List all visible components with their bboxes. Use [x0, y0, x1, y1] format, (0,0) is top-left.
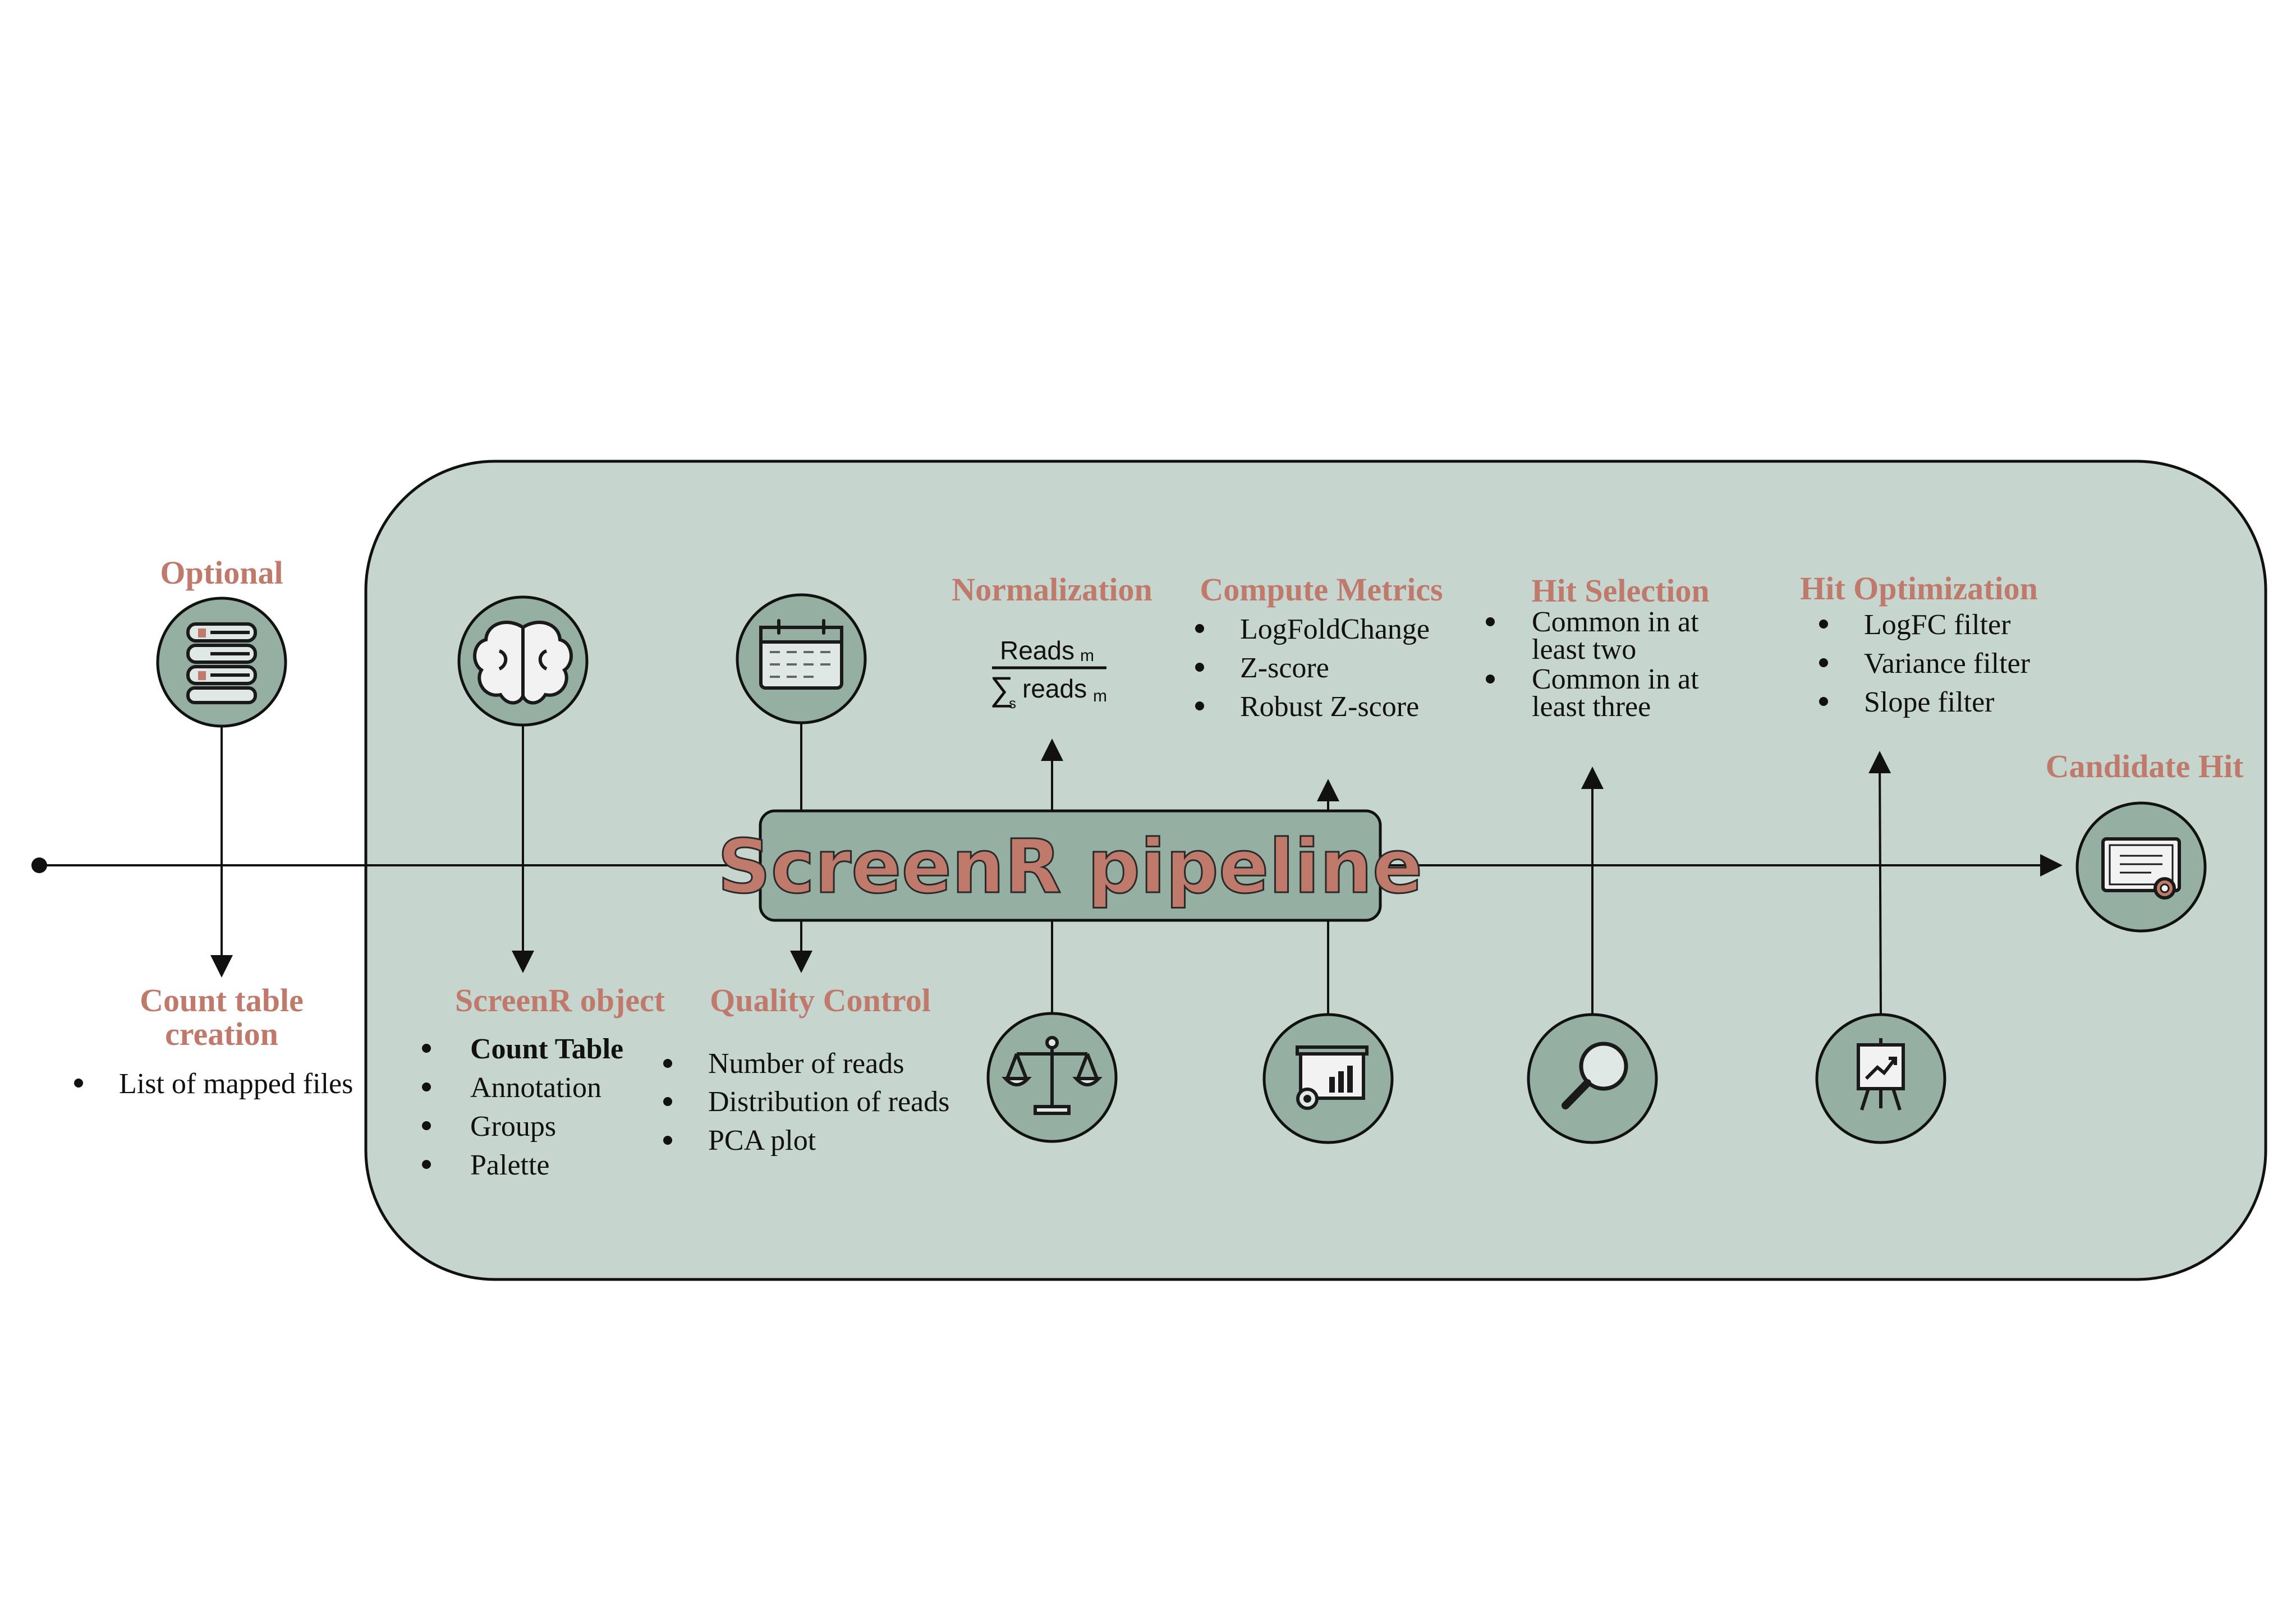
compute-metrics-title: Compute Metrics [1200, 571, 1443, 608]
compute-metrics-node [1262, 1013, 1394, 1144]
hit-selection-node [1527, 1013, 1658, 1144]
bullet [1195, 663, 1204, 672]
hit-selection-item-line2: least three [1532, 691, 1651, 723]
easel-chart-icon [1857, 1038, 1905, 1111]
hit-selection-item-line1: Common in at [1532, 606, 1699, 638]
screenr-object-item: Annotation [470, 1072, 601, 1104]
bullet [1195, 701, 1204, 710]
formula-denominator: reads [1022, 674, 1087, 703]
bullet [74, 1079, 83, 1088]
quality-control-node [736, 593, 867, 724]
pipeline-label: ScreenR pipeline [718, 824, 1423, 910]
bullet [1819, 620, 1828, 629]
hit-optimization-list: LogFC filter Variance filter Slope filte… [1819, 609, 2030, 718]
magnifier-icon [1562, 1042, 1628, 1109]
hit-selection-item-line1: Common in at [1532, 663, 1699, 695]
bullet [1195, 624, 1204, 633]
count-table-title-line1: Count table [140, 982, 304, 1019]
compute-metrics-item: LogFoldChange [1240, 613, 1430, 645]
formula-sum-sub: s [1009, 695, 1016, 712]
screenr-object-node [457, 595, 589, 727]
screenr-object-item: Groups [470, 1111, 556, 1143]
quality-control-item: Number of reads [708, 1048, 904, 1080]
compute-metrics-item: Z-score [1240, 652, 1329, 684]
certificate-icon [2101, 837, 2181, 900]
formula-denominator-sub: m [1093, 687, 1107, 705]
candidate-hit-title: Candidate Hit [2046, 748, 2244, 785]
quality-control-title: Quality Control [710, 982, 931, 1019]
bullet [663, 1136, 672, 1145]
bullet [663, 1097, 672, 1106]
brain-icon [473, 621, 573, 705]
screenr-object-item: Palette [470, 1149, 550, 1181]
bullet [422, 1160, 431, 1169]
formula-numerator-sub: m [1080, 646, 1094, 665]
hit-optimization-title: Hit Optimization [1800, 570, 2038, 607]
normalization-formula: Reads m ∑ s reads m [990, 636, 1107, 712]
connector-hit-optimization [1868, 751, 1891, 1015]
presentation-chart-icon [1296, 1045, 1369, 1110]
bullet [1486, 617, 1495, 626]
bullet [1819, 658, 1828, 667]
hit-optimization-item: Slope filter [1864, 686, 1995, 718]
screenr-object-list: Count Table Annotation Groups Palette [422, 1033, 623, 1181]
candidate-hit-node [2075, 801, 2207, 933]
bullet [422, 1082, 431, 1091]
calendar-icon [759, 619, 843, 690]
normalization-node [986, 1012, 1118, 1143]
hit-selection-list: Common in at least two Common in at leas… [1486, 606, 1699, 723]
hit-optimization-item: LogFC filter [1864, 609, 2010, 641]
optional-node [156, 597, 287, 728]
quality-control-item: PCA plot [708, 1125, 816, 1157]
screenr-object-title: ScreenR object [455, 982, 665, 1019]
compute-metrics-item: Robust Z-score [1240, 691, 1419, 723]
formula-numerator: Reads [1000, 636, 1074, 665]
bullet [422, 1121, 431, 1130]
hit-optimization-item: Variance filter [1864, 648, 2030, 680]
optional-title: Optional [160, 554, 283, 591]
bullet [1819, 697, 1828, 706]
count-table-item: List of mapped files [119, 1068, 353, 1100]
bullet [1486, 675, 1495, 683]
hit-selection-title: Hit Selection [1531, 572, 1709, 609]
screenr-object-item: Count Table [470, 1033, 623, 1065]
pipeline-box [759, 809, 1382, 922]
bullet [422, 1044, 431, 1053]
quality-control-item: Distribution of reads [708, 1086, 949, 1118]
bullet [663, 1059, 672, 1068]
hit-optimization-node [1815, 1013, 1946, 1144]
formula-sum-symbol: ∑ [990, 670, 1014, 708]
hit-selection-item-line2: least two [1532, 634, 1636, 666]
books-icon [186, 622, 257, 704]
normalization-title: Normalization [952, 571, 1152, 608]
count-table-title-line2: creation [165, 1016, 278, 1052]
compute-metrics-list: LogFoldChange Z-score Robust Z-score [1195, 613, 1430, 723]
quality-control-list: Number of reads Distribution of reads PC… [663, 1048, 949, 1157]
balance-scale-icon [1002, 1036, 1103, 1115]
